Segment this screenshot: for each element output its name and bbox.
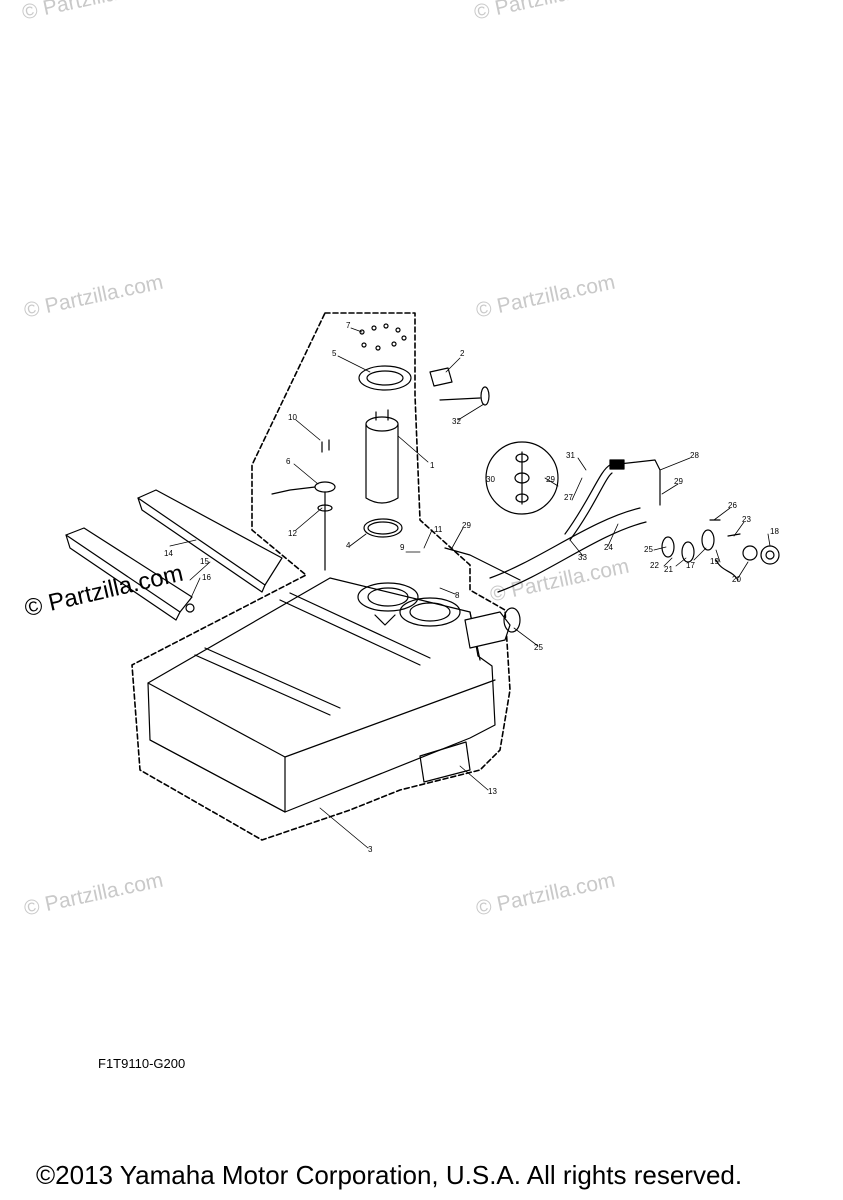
callout-1: 1	[430, 461, 435, 470]
diagram-code: F1T9110-G200	[98, 1056, 186, 1071]
callout-20: 20	[732, 575, 741, 584]
label-plate	[419, 741, 471, 783]
callout-29a: 29	[674, 477, 683, 486]
fuel-pump	[365, 409, 399, 504]
callout-9: 9	[400, 543, 405, 552]
fitting-block	[429, 367, 453, 387]
callout-30: 30	[486, 475, 495, 484]
callout-25a: 25	[644, 545, 653, 554]
callout-21: 21	[664, 565, 673, 574]
pump-gasket	[358, 365, 412, 391]
callout-29c: 29	[546, 475, 555, 484]
long-bolt	[439, 397, 481, 401]
bolt-set	[359, 323, 407, 351]
filler-cap-parts	[503, 519, 780, 633]
callout-31: 31	[566, 451, 575, 460]
copyright-notice: ©2013 Yamaha Motor Corporation, U.S.A. A…	[36, 1160, 743, 1190]
callout-28: 28	[690, 451, 699, 460]
callout-26: 26	[728, 501, 737, 510]
filler-hose	[489, 459, 661, 593]
assembly-outline	[131, 312, 511, 841]
callout-33: 33	[578, 553, 587, 562]
callout-14: 14	[164, 549, 173, 558]
callout-22: 22	[650, 561, 659, 570]
callout-17: 17	[686, 561, 695, 570]
callout-5: 5	[332, 349, 337, 358]
callout-24: 24	[604, 543, 613, 552]
mounting-rails	[65, 489, 283, 621]
fuel-sender	[271, 439, 336, 571]
callout-7: 7	[346, 321, 351, 330]
breather-hose	[444, 547, 521, 581]
callout-11: 11	[434, 525, 443, 534]
callout-12: 12	[288, 529, 297, 538]
callout-3: 3	[368, 845, 373, 854]
callout-10: 10	[288, 413, 297, 422]
callout-13: 13	[488, 787, 497, 796]
callout-23: 23	[742, 515, 751, 524]
callout-29b: 29	[462, 521, 471, 530]
callout-4: 4	[346, 541, 351, 550]
part-callouts: 1 2 3 4 5 6 7 8 9 10 11 12 13 14 15 16 1…	[164, 321, 779, 854]
callout-15: 15	[200, 557, 209, 566]
callout-27: 27	[564, 493, 573, 502]
callout-25b: 25	[534, 643, 543, 652]
o-ring	[363, 518, 403, 538]
callout-18: 18	[770, 527, 779, 536]
fuel-tank	[147, 577, 511, 813]
callout-32: 32	[452, 417, 461, 426]
callout-16: 16	[202, 573, 211, 582]
callout-2: 2	[460, 349, 465, 358]
callout-8: 8	[455, 591, 460, 600]
callout-19: 19	[710, 557, 719, 566]
callout-6: 6	[286, 457, 291, 466]
